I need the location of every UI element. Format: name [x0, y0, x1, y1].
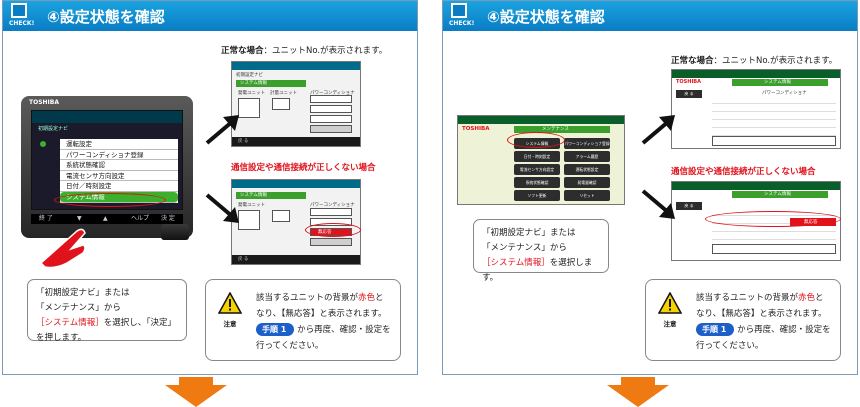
down-button[interactable]: ▼ — [77, 215, 82, 222]
maint-button[interactable]: 日付・時刻設定 — [514, 151, 560, 162]
right-panel: CHECK! ④設定状態を確認 TOSHIBA メンテナンス システム情報 パワ… — [442, 0, 858, 375]
page-title: ④設定状態を確認 — [47, 8, 165, 26]
arrow-down-right-icon — [641, 189, 675, 219]
maintenance-screen: TOSHIBA メンテナンス システム情報 パワーコンディショナ登録 日付・時刻… — [457, 115, 625, 205]
error-highlight-ring — [705, 211, 841, 227]
screen-nav-label: 初期設定ナビ — [38, 126, 69, 132]
exit-button[interactable]: 終 了 — [39, 215, 53, 222]
back-button[interactable]: 戻 る — [676, 90, 702, 98]
device-stand — [161, 224, 189, 240]
instruction-callout: 「初期設定ナビ」または 「メンテナンス」から ［システム情報］を選択します。 — [473, 219, 609, 283]
header-bar: CHECK! ④設定状態を確認 — [443, 1, 857, 31]
error-note: 通信設定や通信接続が正しくない場合 — [231, 163, 376, 173]
maint-button[interactable]: 系統状態確認 — [514, 177, 560, 188]
left-panel: CHECK! ④設定状態を確認 TOSHIBA 初期設定ナビ 運転設定 パワーコ… — [2, 0, 418, 375]
maint-button[interactable]: 電流センサ方向設定 — [514, 164, 560, 175]
hand-pointer-icon — [39, 228, 86, 269]
back-button[interactable]: 戻 る — [676, 202, 702, 210]
maint-button[interactable]: ソフト更新 — [514, 190, 560, 201]
maint-button[interactable]: パワーコンディショナ登録 — [564, 138, 610, 149]
next-step-arrow-icon — [607, 377, 669, 407]
sysinfo-normal-screen: TOSHIBA システム情報 戻 る パワーコンディショナ — [671, 69, 841, 149]
arrow-down-right-icon — [205, 193, 239, 223]
brand-logo: TOSHIBA — [29, 99, 59, 106]
menu-item[interactable]: 日付／時刻設定 — [60, 181, 178, 192]
enter-button[interactable]: 決 定 — [161, 215, 175, 222]
instruction-callout: 「初期設定ナビ」または 「メンテナンス」から ［システム情報］を選択し、「決定」… — [27, 279, 187, 343]
arrow-up-right-icon — [641, 115, 675, 145]
menu-item[interactable]: パワーコンディショナ登録 — [60, 150, 178, 161]
check-icon: CHECK! — [9, 3, 34, 29]
highlight-ring — [54, 193, 166, 207]
header-bar: CHECK! ④設定状態を確認 — [3, 1, 417, 31]
normal-note: 正常な場合：ユニットNo.が表示されます。 — [671, 56, 838, 66]
device-button-bar: 終 了 ▼ ▲ ヘルプ 決 定 — [31, 214, 183, 224]
maint-button[interactable]: 発電量確認 — [564, 177, 610, 188]
error-note: 通信設定や通信接続が正しくない場合 — [671, 167, 816, 177]
system-info-highlight-ring — [507, 132, 565, 148]
menu-item[interactable]: 電流センサ方向設定 — [60, 171, 178, 182]
controller-device: TOSHIBA 初期設定ナビ 運転設定 パワーコンディショナ登録 系統状態確認 … — [21, 96, 193, 246]
device-screen: 初期設定ナビ 運転設定 パワーコンディショナ登録 系統状態確認 電流センサ方向設… — [31, 110, 183, 210]
screenshot-error: システム情報 発電ユニット パワーコンディショナ 無応答 戻 る — [231, 179, 361, 265]
warning-box: 注意 該当するユニットの背景が赤色と なり、【無応答】と表示されます。 手順 1… — [645, 279, 841, 361]
warning-icon — [658, 292, 682, 314]
warning-icon — [218, 292, 242, 314]
screenshot-normal: 初期設定ナビ システム情報 発電ユニット 計量ユニット パワーコンディショナ 戻… — [231, 61, 361, 147]
next-step-arrow-icon — [165, 377, 227, 407]
step-badge: 手順 1 — [256, 323, 295, 336]
menu-item[interactable]: 系統状態確認 — [60, 160, 178, 171]
maint-button[interactable]: 運転状態設定 — [564, 164, 610, 175]
status-led-icon — [40, 141, 46, 147]
menu-item[interactable]: 運転設定 — [60, 139, 178, 150]
warning-box: 注意 該当するユニットの背景が赤色と なり、【無応答】と表示されます。 手順 1… — [205, 279, 401, 361]
maint-button[interactable]: リセット — [564, 190, 610, 201]
maint-button[interactable]: アラーム履歴 — [564, 151, 610, 162]
normal-note: 正常な場合：ユニットNo.が表示されます。 — [221, 46, 388, 56]
help-button[interactable]: ヘルプ — [131, 215, 150, 222]
error-highlight-ring — [305, 223, 361, 237]
page-title: ④設定状態を確認 — [487, 8, 605, 26]
up-button[interactable]: ▲ — [103, 215, 108, 222]
check-icon: CHECK! — [449, 3, 474, 29]
step-badge: 手順 1 — [696, 323, 735, 336]
arrow-up-right-icon — [205, 115, 239, 145]
